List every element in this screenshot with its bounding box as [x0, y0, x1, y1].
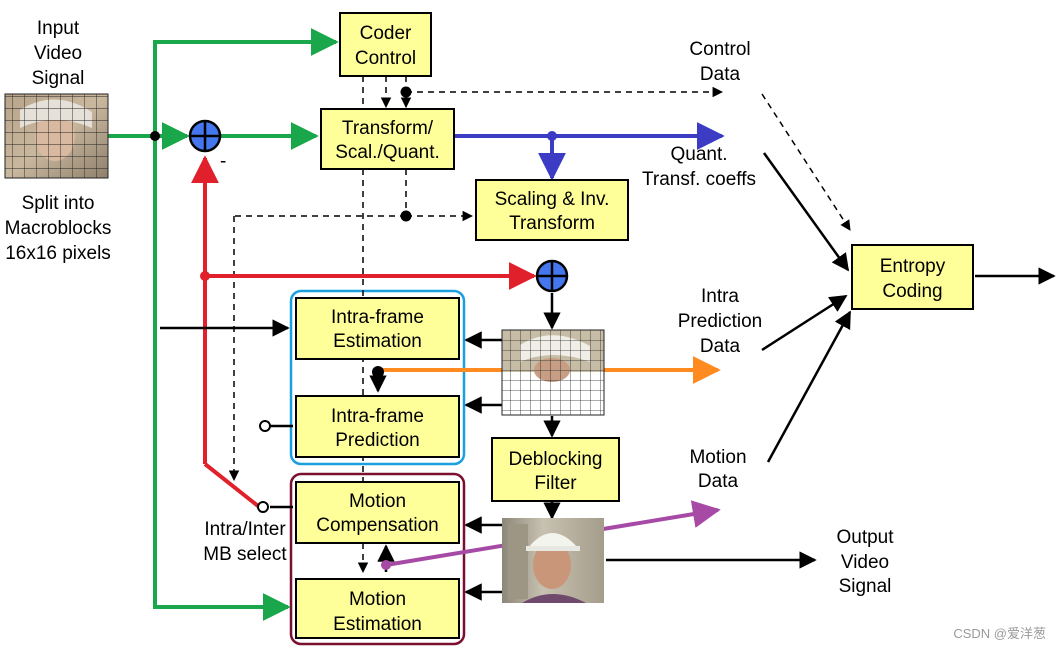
control-data-label-1: Control: [689, 39, 750, 60]
intra-data-label-1: Intra: [701, 286, 739, 307]
deblocking-filter-block: Deblocking Filter: [491, 437, 620, 502]
output-video-signal-label: Output Video Signal: [836, 527, 894, 597]
blue-coeff-lines: [455, 122, 725, 181]
control-data-label: Control Data: [689, 39, 750, 85]
input-video-signal-label: Input Video Signal: [32, 18, 85, 89]
red-prediction-lines: [191, 155, 537, 508]
coder-control-label-2: Control: [355, 48, 416, 69]
output-label-2: Video: [841, 552, 889, 573]
motion-comp-label-2: Compensation: [316, 515, 439, 536]
split-macroblocks-label: Split into Macroblocks 16x16 pixels: [5, 193, 112, 264]
quant-coeffs-label: Quant. Transf. coeffs: [642, 144, 756, 190]
quant-label-2: Transf. coeffs: [642, 169, 756, 190]
motion-comp-label-1: Motion: [349, 491, 406, 512]
quant-label-1: Quant.: [670, 144, 727, 165]
junction-dots: [150, 86, 557, 570]
scaling-label-2: Transform: [509, 213, 595, 234]
entropy-label-1: Entropy: [880, 256, 946, 277]
intra-pred-label-2: Prediction: [335, 430, 420, 451]
motion-estimation-block: Motion Estimation: [295, 578, 460, 639]
split-label-3: 16x16 pixels: [5, 243, 111, 264]
motion-compensation-block: Motion Compensation: [295, 481, 460, 544]
intra-pred-label-1: Intra-frame: [331, 406, 424, 427]
transform-label-2: Scal./Quant.: [335, 142, 440, 163]
intra-data-label-3: Data: [700, 336, 741, 357]
output-label-1: Output: [836, 527, 894, 548]
output-label-3: Signal: [839, 576, 892, 597]
entropy-coding-block: Entropy Coding: [851, 244, 974, 310]
reconstruction-adder-icon: [535, 259, 569, 293]
minus-sign: -: [220, 151, 226, 172]
control-data-label-2: Data: [700, 64, 741, 85]
input-frame-thumbnail: [4, 93, 109, 179]
green-input-lines: [108, 28, 339, 621]
input-label-2: Video: [34, 43, 82, 64]
mb-select-label-1: Intra/Inter: [204, 519, 286, 540]
input-label-3: Signal: [32, 68, 85, 89]
intra-data-label-2: Prediction: [678, 311, 763, 332]
motion-group-outline: [289, 472, 466, 646]
decoded-frame-photo: [502, 518, 604, 603]
watermark: CSDN @爱洋葱: [953, 626, 1046, 641]
transform-quant-block: Transform/ Scal./Quant.: [320, 108, 455, 170]
split-label-1: Split into: [22, 193, 95, 214]
input-label-1: Input: [37, 18, 80, 39]
motion-data-label-2: Data: [698, 471, 739, 492]
split-label-2: Macroblocks: [5, 218, 112, 239]
intra-est-label-2: Estimation: [333, 331, 422, 352]
scaling-label-1: Scaling & Inv.: [495, 189, 610, 210]
switch-contacts: [257, 420, 271, 513]
deblocking-label-1: Deblocking: [509, 449, 603, 470]
intra-prediction-data-label: Intra Prediction Data: [678, 286, 763, 357]
coder-control-block: Coder Control: [339, 12, 432, 77]
coder-control-label-1: Coder: [360, 23, 412, 44]
reconstructed-frame-thumbnail: [501, 329, 605, 416]
mb-select-label-2: MB select: [203, 544, 287, 565]
motion-est-label-2: Estimation: [333, 614, 422, 635]
transform-label-1: Transform/: [342, 118, 434, 139]
intra-frame-prediction-block: Intra-frame Prediction: [295, 395, 460, 458]
intra-est-label-1: Intra-frame: [331, 307, 424, 328]
input-adder-icon: [188, 119, 222, 153]
scaling-inverse-transform-block: Scaling & Inv. Transform: [475, 179, 629, 241]
intra-group-outline: [289, 289, 466, 466]
motion-est-label-1: Motion: [349, 589, 406, 610]
mb-select-label: Intra/Inter MB select: [203, 519, 287, 565]
black-signal-lines: [160, 152, 1056, 601]
entropy-label-2: Coding: [882, 281, 942, 302]
motion-data-label-1: Motion: [689, 447, 746, 468]
intra-frame-estimation-block: Intra-frame Estimation: [295, 297, 460, 360]
deblocking-label-2: Filter: [534, 473, 577, 494]
motion-data-label: Motion Data: [689, 447, 746, 492]
